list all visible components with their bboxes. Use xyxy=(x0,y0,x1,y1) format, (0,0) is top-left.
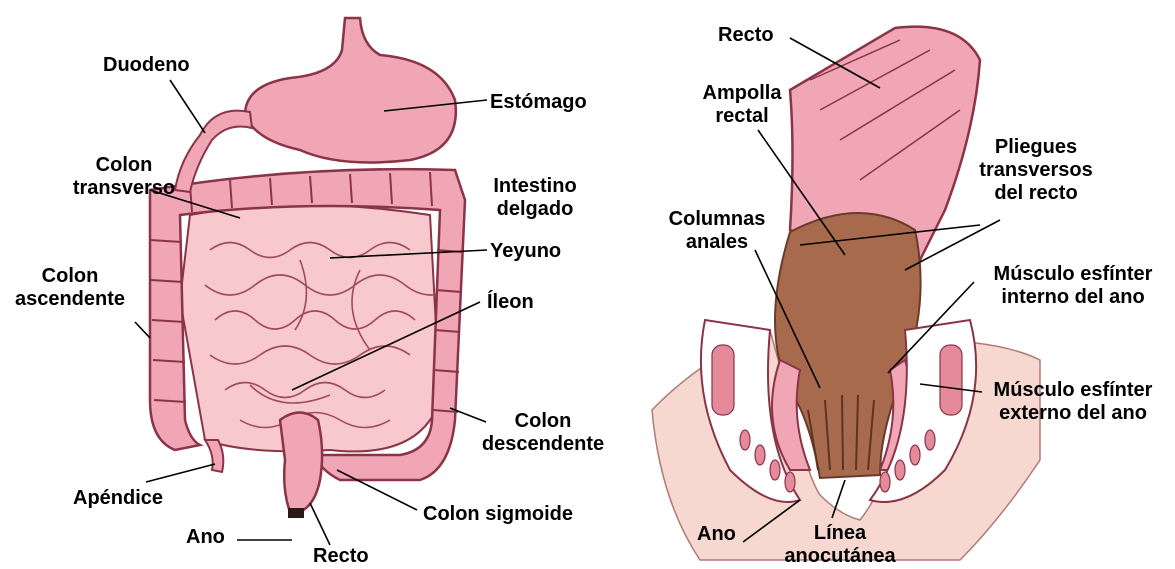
label-line: delgado xyxy=(480,198,590,221)
label-estomago: Estómago xyxy=(490,91,587,114)
label-recto-right: Recto xyxy=(718,24,774,47)
label-line: anocutánea xyxy=(775,545,905,568)
label-line: Colon xyxy=(478,410,608,433)
label-recto-left: Recto xyxy=(313,545,369,568)
label-pliegues-transversos: Pliegues transversos del recto xyxy=(971,136,1101,205)
label-ano-left: Ano xyxy=(186,526,225,549)
label-linea-anocutanea: Línea anocutánea xyxy=(775,522,905,568)
label-line: Columnas xyxy=(657,208,777,231)
label-line: Músculo esfínter xyxy=(983,379,1163,402)
label-line: transverso xyxy=(64,177,184,200)
label-esfinter-externo: Músculo esfínter externo del ano xyxy=(983,379,1163,425)
digestive-tract-illustration xyxy=(135,18,487,545)
label-line: descendente xyxy=(478,433,608,456)
label-line: interno del ano xyxy=(983,286,1163,309)
label-intestino-delgado: Intestino delgado xyxy=(480,175,590,221)
appendix xyxy=(205,440,223,472)
anus xyxy=(288,508,304,518)
label-line: Músculo esfínter xyxy=(983,263,1163,286)
label-line: rectal xyxy=(687,105,797,128)
label-line: del recto xyxy=(971,182,1101,205)
label-line: externo del ano xyxy=(983,402,1163,425)
label-line: Ampolla xyxy=(687,82,797,105)
label-line: Colon xyxy=(64,154,184,177)
label-duodeno: Duodeno xyxy=(103,54,190,77)
label-ano-right: Ano xyxy=(697,523,736,546)
label-esfinter-interno: Músculo esfínter interno del ano xyxy=(983,263,1163,309)
label-colon-descendente: Colon descendente xyxy=(478,410,608,456)
label-line: ascendente xyxy=(5,288,135,311)
label-colon-transverso: Colon transverso xyxy=(64,154,184,200)
label-line: transversos xyxy=(971,159,1101,182)
label-line: Pliegues xyxy=(971,136,1101,159)
label-yeyuno: Yeyuno xyxy=(490,240,561,263)
label-line: Línea xyxy=(775,522,905,545)
rectum xyxy=(280,413,322,513)
label-line: anales xyxy=(657,231,777,254)
label-ileon: Íleon xyxy=(487,291,534,314)
label-colon-ascendente: Colon ascendente xyxy=(5,265,135,311)
label-apendice: Apéndice xyxy=(73,487,163,510)
label-line: Colon xyxy=(5,265,135,288)
label-ampolla-rectal: Ampolla rectal xyxy=(687,82,797,128)
stomach xyxy=(245,18,456,162)
label-colon-sigmoide: Colon sigmoide xyxy=(423,503,573,526)
label-columnas-anales: Columnas anales xyxy=(657,208,777,254)
label-line: Intestino xyxy=(480,175,590,198)
